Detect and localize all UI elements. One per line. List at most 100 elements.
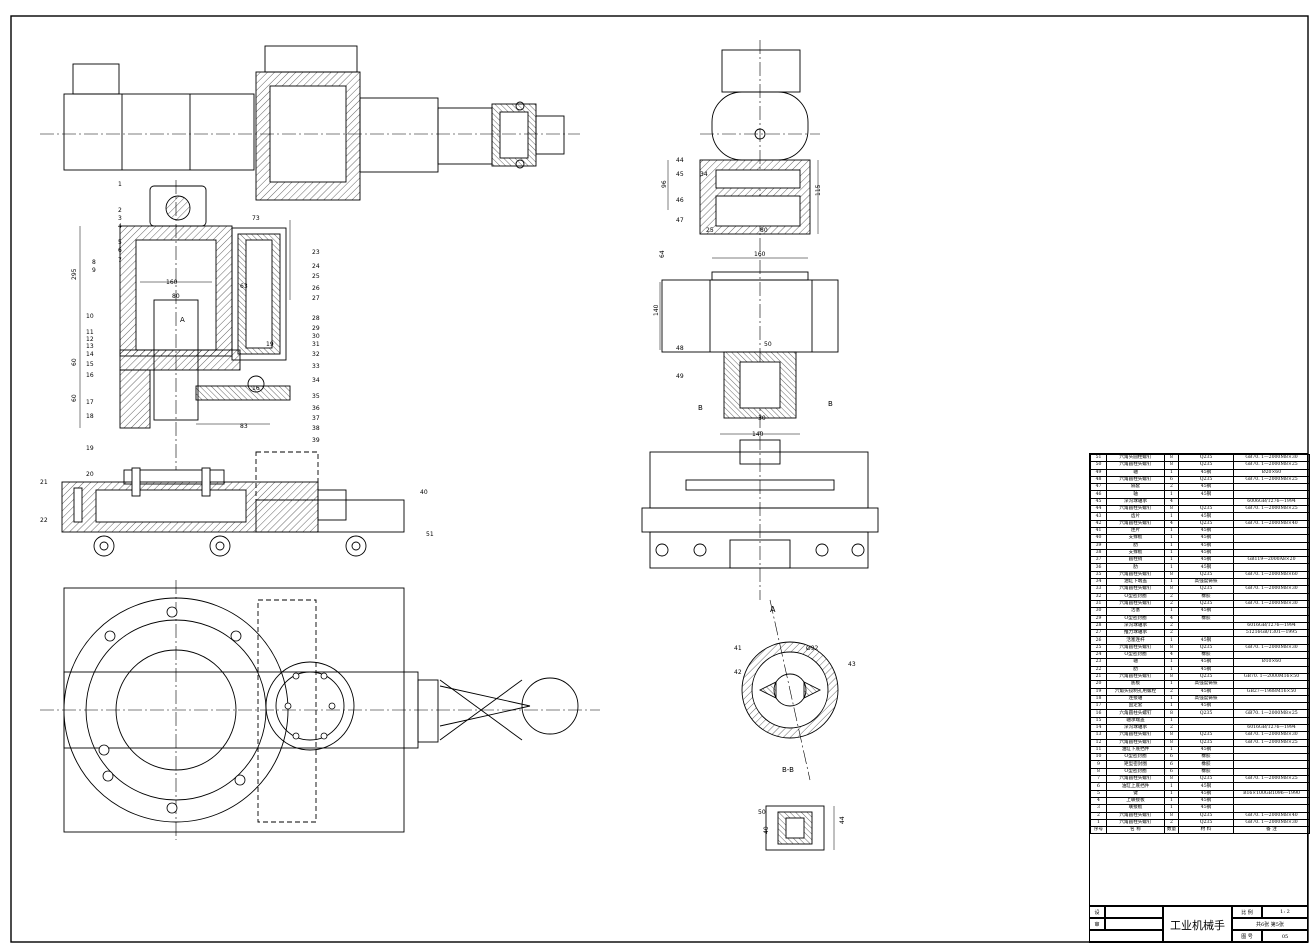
callout-label: 33 bbox=[312, 363, 320, 370]
bom-cell: 4 bbox=[1164, 497, 1179, 507]
callout-label: 42 bbox=[734, 669, 742, 676]
view-label-b-right: B bbox=[828, 400, 833, 408]
callout-label: 13 bbox=[86, 343, 94, 350]
bom-cell: 六角头圆柱螺钉 bbox=[1106, 453, 1165, 463]
part-callouts-main: 1234567891011121314151617181920212223242… bbox=[40, 181, 434, 538]
bom-cell: GB70. 1—2000M8×40 bbox=[1233, 519, 1310, 528]
callout-label: 39 bbox=[312, 437, 320, 444]
bom-cell: 45钢 bbox=[1178, 702, 1234, 711]
callout-label: 5 bbox=[118, 239, 122, 246]
bom-cell: 轴 bbox=[1106, 468, 1165, 477]
bom-cell: 10 bbox=[1090, 753, 1107, 762]
bom-cell: 11 bbox=[1090, 745, 1107, 755]
drawing-no: 05 bbox=[1262, 930, 1308, 943]
bom-cell: 六角头铰制孔用螺栓 bbox=[1106, 687, 1165, 696]
callout-label: 44 bbox=[676, 157, 684, 164]
bom-cell: 6016GB/T276—1994 bbox=[1233, 621, 1310, 631]
callout-label: 3 bbox=[118, 215, 122, 222]
scale-label: 比 例 bbox=[1232, 906, 1262, 918]
bom-cell: 30 bbox=[1090, 607, 1107, 616]
bom-cell: 40 bbox=[1090, 534, 1107, 543]
bom-cell: 底板 bbox=[1106, 680, 1165, 689]
bom-cell bbox=[1178, 723, 1234, 733]
bom-cell bbox=[1233, 702, 1310, 711]
bom-cell: 2 bbox=[1164, 723, 1179, 733]
callout-label: 10 bbox=[86, 313, 94, 320]
bom-cell bbox=[1233, 512, 1310, 521]
callout-label: 34 bbox=[700, 171, 708, 178]
bom-cell: 1 bbox=[1090, 818, 1107, 828]
bom-cell: 橡胶 bbox=[1178, 760, 1234, 769]
bom-cell: GB70. 1—2000M8×25 bbox=[1233, 775, 1310, 784]
bom-cell: 44 bbox=[1090, 505, 1107, 514]
bom-cell: Q235 bbox=[1178, 672, 1234, 682]
callout-label: 60 bbox=[71, 358, 78, 366]
bom-cell: 37 bbox=[1090, 556, 1107, 565]
callout-label: 295 bbox=[71, 268, 78, 280]
bom-cell: 高强度铸铁 bbox=[1178, 578, 1234, 587]
bom-cell: 固定套 bbox=[1106, 702, 1165, 711]
bom-cell: 活塞 bbox=[1106, 607, 1165, 616]
bom-cell: 34 bbox=[1090, 578, 1107, 587]
callout-label: 16 bbox=[252, 385, 260, 392]
bom-cell: 8 bbox=[1164, 738, 1179, 747]
callout-label: 64 bbox=[659, 250, 666, 258]
bom-cell: 活塞连杆 bbox=[1106, 636, 1165, 645]
bom-cell bbox=[1233, 650, 1310, 660]
bom-cell bbox=[1233, 548, 1310, 558]
callout-label: 31 bbox=[312, 341, 320, 348]
checker-name bbox=[1105, 918, 1163, 930]
bom-cell: 8 bbox=[1164, 731, 1179, 740]
callout-label: 21 bbox=[40, 479, 48, 486]
bom-cell: 8 bbox=[1164, 505, 1179, 514]
bom-cell: 1 bbox=[1164, 541, 1179, 550]
bom-cell: 六角圆柱头螺钉 bbox=[1106, 738, 1165, 747]
bom-cell: 16 bbox=[1090, 709, 1107, 718]
bom-cell: 36 bbox=[1090, 563, 1107, 572]
bom-cell: 14 bbox=[1090, 723, 1107, 733]
callout-label: 160 bbox=[754, 251, 766, 258]
callout-label: 46 bbox=[676, 197, 684, 204]
bom-header-cell: 材 料 bbox=[1178, 826, 1234, 835]
bom-cell: 45钢 bbox=[1178, 796, 1234, 806]
bom-cell: 支撑板 bbox=[1106, 548, 1165, 558]
callout-label: 49 bbox=[676, 373, 684, 380]
bom-cell: 六角圆柱头螺钉 bbox=[1106, 731, 1165, 740]
callout-label: 29 bbox=[312, 325, 320, 332]
view-label-b-left: B bbox=[698, 404, 703, 412]
callout-label: 140 bbox=[653, 304, 660, 316]
bom-cell: 2 bbox=[1164, 687, 1179, 696]
bom-cell bbox=[1233, 534, 1310, 543]
callout-label: 28 bbox=[312, 315, 320, 322]
bom-header-cell: 备 注 bbox=[1233, 826, 1310, 835]
bom-cell: 45钢 bbox=[1178, 541, 1234, 550]
callout-label: 11 bbox=[86, 329, 94, 336]
designer-name bbox=[1105, 906, 1163, 918]
bom-cell: 45钢 bbox=[1178, 665, 1234, 674]
bom-cell bbox=[1233, 541, 1310, 550]
bom-cell: 43 bbox=[1090, 512, 1107, 521]
bom-cell: 48 bbox=[1090, 475, 1107, 485]
bom-cell bbox=[1233, 592, 1310, 601]
blank-cell bbox=[1089, 930, 1163, 943]
bom-cell: 1 bbox=[1164, 512, 1179, 521]
bom-cell: 六角圆柱头螺钉 bbox=[1106, 818, 1165, 828]
bom-cell: 圆柱销 bbox=[1106, 556, 1165, 565]
bom-cell: Q235 bbox=[1178, 811, 1234, 820]
bom-cell: GB70. 1—2000M8×25 bbox=[1233, 475, 1310, 485]
bom-cell: 39 bbox=[1090, 541, 1107, 550]
bom-cell: 1 bbox=[1164, 534, 1179, 543]
